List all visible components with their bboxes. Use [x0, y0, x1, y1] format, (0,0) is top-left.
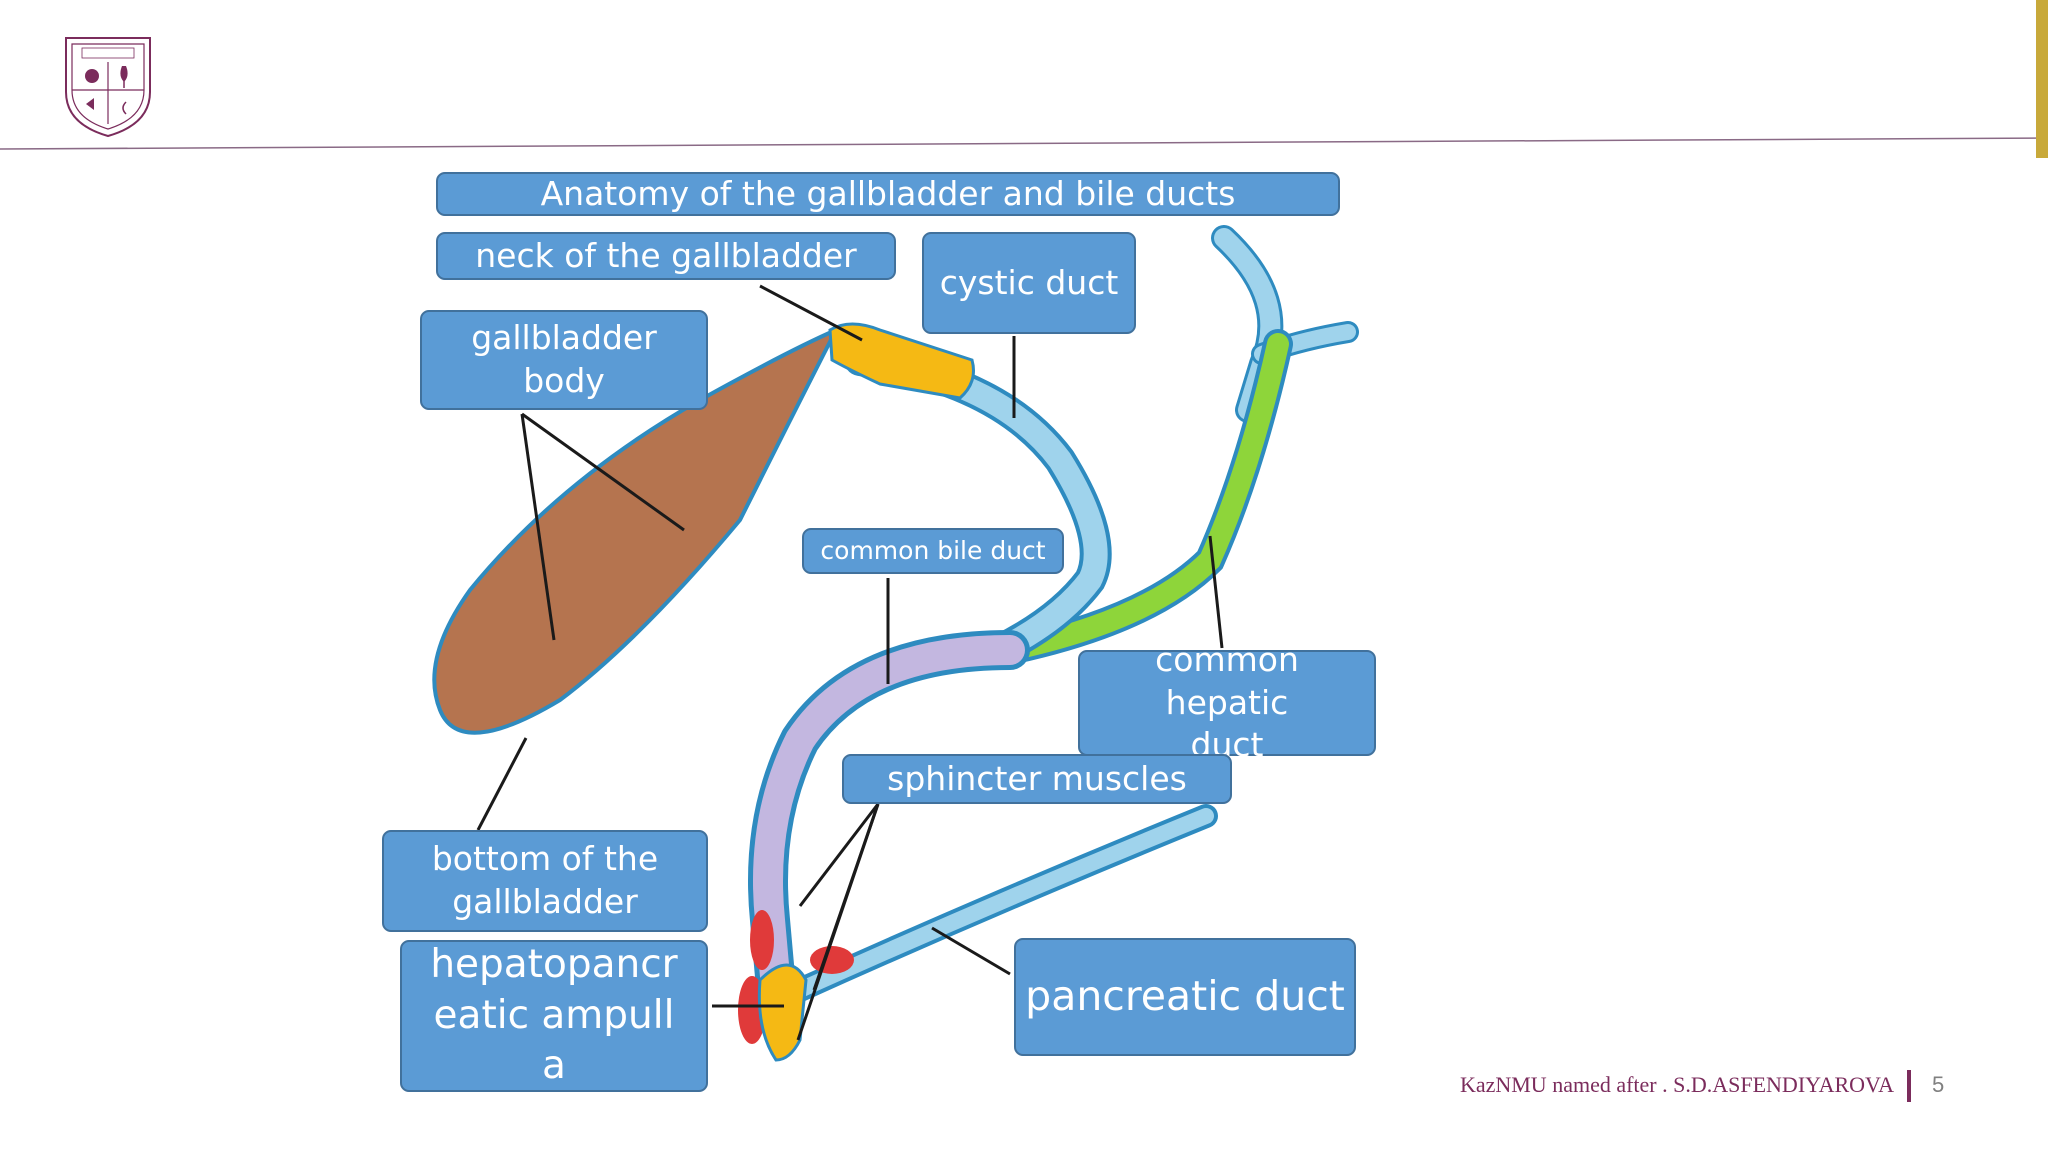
- pointer-common-hepatic: [1208, 535, 1224, 649]
- pancreatic-duct-shape: [792, 808, 1214, 998]
- biliary-anatomy-diagram: [432, 225, 1359, 1062]
- label-bottom-of-gallbladder: bottom of the gallbladder: [382, 830, 708, 932]
- label-neck-of-gallbladder: neck of the gallbladder: [436, 232, 896, 280]
- sphincter-pancreatic: [810, 946, 854, 974]
- gallbladder-neck-shape: [828, 322, 975, 400]
- label-common-bile-duct: common bile duct: [802, 528, 1064, 574]
- label-sphincter-muscles: sphincter muscles: [842, 754, 1232, 804]
- footer-separator: [1907, 1070, 1911, 1102]
- page-number: 5: [1932, 1072, 1945, 1097]
- diagram-title: Anatomy of the gallbladder and bile duct…: [436, 172, 1340, 216]
- common-hepatic-duct-shape: [999, 333, 1289, 661]
- ampulla-shape: [757, 963, 808, 1062]
- pointer-body-a: [520, 413, 556, 641]
- label-gallbladder-body: gallbladder body: [420, 310, 708, 410]
- accent-bar: [2036, 0, 2048, 158]
- cystic-duct-shape: [848, 348, 1108, 662]
- pointer-neck: [759, 284, 863, 342]
- pointer-body-b: [521, 412, 685, 532]
- common-bile-duct-shape: [753, 635, 1025, 1025]
- sphincter-upper-left: [750, 910, 774, 970]
- pointer-sphincter-c: [796, 803, 880, 1041]
- label-hepatopancreatic-ampulla: hepatopancreatic ampulla: [400, 940, 708, 1092]
- pointer-bottom: [476, 737, 528, 831]
- label-common-hepatic-duct: common hepatic duct: [1078, 640, 1376, 764]
- header-divider: [0, 137, 2048, 150]
- pointer-pancreatic: [931, 926, 1011, 976]
- pointer-sphincter-a: [798, 803, 880, 907]
- university-logo: [65, 37, 151, 138]
- label-cystic-duct: cystic duct: [922, 232, 1136, 334]
- label-pancreatic-duct: pancreatic duct: [1014, 938, 1356, 1056]
- footer-institution: KazNMU named after . S.D.ASFENDIYAROVA: [1459, 1072, 1894, 1097]
